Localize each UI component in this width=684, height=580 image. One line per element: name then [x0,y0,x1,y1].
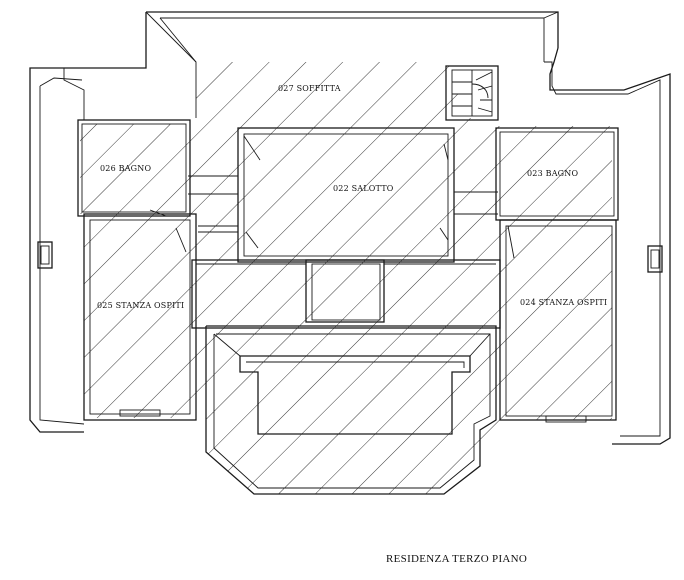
left-wing-walls [77,119,197,421]
drawing-title: RESIDENZA TERZO PIANO [386,553,527,565]
middle-band-walls [191,259,501,329]
room-labels: 027 SOFFITTA 026 BAGNO 022 SALOTTO 023 B… [97,84,607,310]
staircase [445,65,499,121]
room-label-027: 027 SOFFITTA [278,84,341,93]
outer-outline [29,11,671,445]
room-label-025: 025 STANZA OSPITI [97,301,184,310]
lower-block-walls [205,325,497,495]
room-label-026: 026 BAGNO [100,164,151,173]
room-label-022: 022 SALOTTO [333,184,394,193]
room-label-024: 024 STANZA OSPITI [520,298,607,307]
side-vents [37,241,663,273]
right-wing-walls [495,127,619,423]
central-walls [188,119,498,263]
room-label-023: 023 BAGNO [527,169,578,178]
